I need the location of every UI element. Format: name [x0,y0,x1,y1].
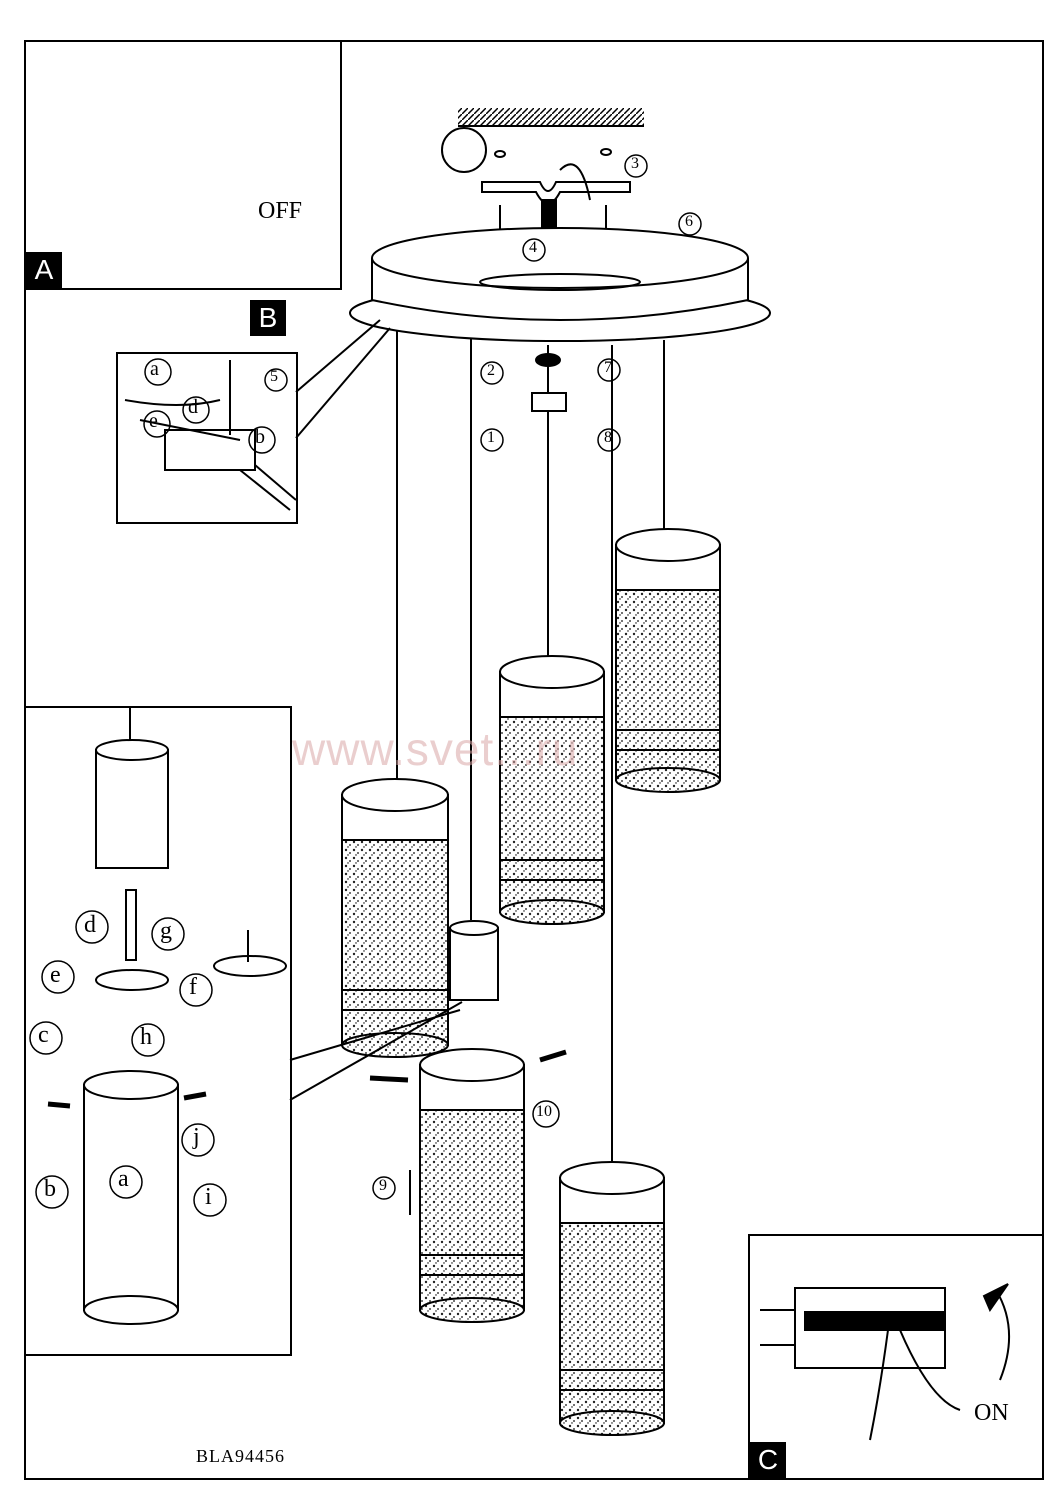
pendant-shade-right [615,528,721,793]
breaker-on-drawing [760,1283,1010,1441]
pendant-shade-left [341,778,449,1058]
callout-a: a [150,358,159,380]
pendant-shade-lower [559,1161,665,1436]
callout-j-detail: j [193,1124,200,1150]
panel-c [748,1234,1044,1480]
watermark: www.svet...ru [292,723,579,775]
callout-d-detail: d [84,912,96,938]
panel-b-tag: B [250,300,286,336]
callout-2: 2 [487,362,495,379]
callout-f-detail: f [189,974,197,1000]
callout-10: 10 [536,1103,552,1120]
callout-7: 7 [604,359,612,376]
off-label: OFF [258,198,303,224]
panel-b [116,352,298,524]
callout-6: 6 [685,213,693,230]
panel-detail [24,706,292,1356]
callout-3: 3 [631,155,639,172]
callout-g-detail: g [160,918,172,944]
panel-c-tag: C [750,1442,786,1478]
pendant-shade-removed [369,1048,567,1323]
pendant-shade-middle [499,655,605,925]
callout-5: 5 [270,368,278,385]
callout-d: d [188,396,198,418]
model-code: BLA94456 [196,1446,285,1466]
callout-circles [29,154,702,1217]
callout-1: 1 [487,429,495,446]
callout-e: e [149,410,158,432]
callout-h-detail: h [140,1024,152,1050]
callout-e-detail: e [50,962,61,988]
callout-i-detail: i [205,1184,212,1210]
callout-b: b [255,426,265,448]
terminal-block-drawing [124,360,297,511]
mounting-bracket [441,127,631,251]
callout-c-detail: c [38,1022,49,1048]
panel-a [24,40,342,290]
callout-b-detail: b [44,1176,56,1202]
panel-a-tag: A [26,252,62,288]
callout-9: 9 [379,1177,387,1194]
lamp-holder [449,920,499,1001]
callout-4: 4 [529,239,537,256]
ceiling-hatch [458,108,644,126]
on-label: ON [974,1400,1009,1426]
ceiling-canopy [349,227,771,342]
callout-8: 8 [604,429,612,446]
callout-a-detail: a [118,1166,129,1192]
